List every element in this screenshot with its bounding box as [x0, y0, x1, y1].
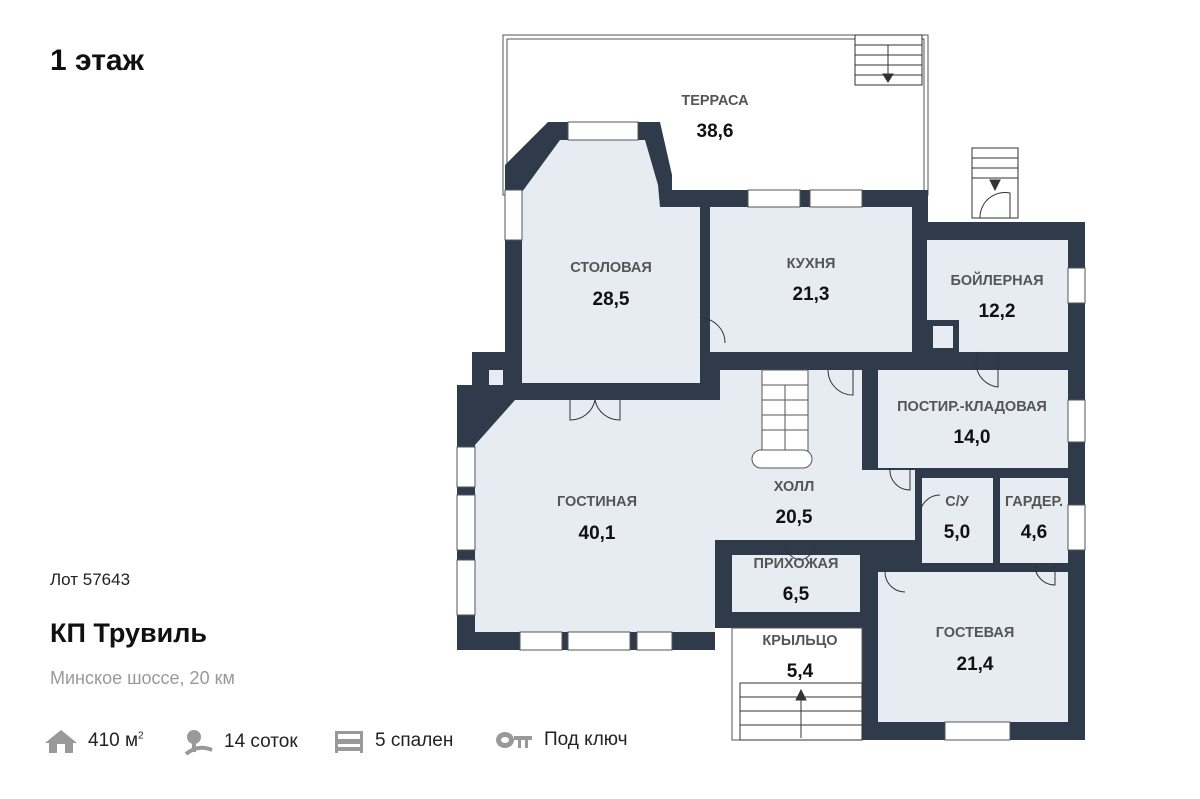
room-area: 4,6: [1021, 522, 1047, 543]
room-area: 14,0: [954, 427, 991, 448]
room-area: 12,2: [979, 301, 1016, 322]
tree-icon: [184, 730, 213, 756]
room-name: ПОСТИР.-КЛАДОВАЯ: [897, 399, 1047, 415]
feature-value: Под ключ: [544, 729, 628, 750]
room-name: ХОЛЛ: [774, 479, 815, 495]
room-area: 40,1: [579, 523, 616, 544]
room-area: 5,0: [944, 522, 970, 543]
house-icon: [45, 730, 77, 753]
room-labels: ТЕРРАСА 38,6 СТОЛОВАЯ 28,5 КУХНЯ 21,3 БО…: [557, 93, 1063, 682]
feature-value: 14 соток: [224, 731, 298, 752]
room-area: 21,3: [793, 284, 830, 305]
room-laundry: [878, 370, 1068, 468]
doors: [569, 192, 1056, 593]
room-area: 20,5: [776, 507, 813, 528]
niche: [489, 370, 503, 385]
room-area: 5,4: [787, 661, 814, 682]
room-name: БОЙЛЕРНАЯ: [950, 271, 1043, 289]
room-area: 38,6: [697, 121, 734, 142]
room-name: ТЕРРАСА: [681, 93, 749, 109]
address: Минское шоссе, 20 км: [50, 668, 235, 688]
room-entrance: [732, 555, 860, 612]
windows: [456, 121, 1086, 741]
room-name: КРЫЛЬЦО: [762, 633, 837, 649]
room-area: 28,5: [593, 289, 630, 310]
village-name: КП Трувиль: [50, 618, 207, 648]
room-name: С/У: [945, 494, 970, 510]
bed-icon: [335, 731, 363, 753]
room-wardrobe: [1000, 478, 1068, 563]
room-name: КУХНЯ: [787, 256, 836, 272]
room-kitchen: [710, 207, 912, 352]
key-icon: [496, 732, 532, 748]
feature-value: 5 спален: [375, 730, 454, 751]
porch-stairs: [739, 682, 863, 741]
room-name: ГОСТЕВАЯ: [936, 625, 1015, 641]
room-name: ГОСТИНАЯ: [557, 494, 637, 510]
room-name: ГАРДЕР.: [1005, 494, 1063, 510]
room-area: 6,5: [783, 584, 810, 605]
lot-number: Лот 57643: [50, 570, 131, 589]
feature-value: 410 м: [88, 730, 139, 751]
room-area: 21,4: [957, 654, 994, 675]
feature-plot: 14 соток: [182, 728, 298, 756]
room-name: СТОЛОВАЯ: [570, 260, 652, 276]
interior-stairs: [751, 369, 813, 469]
side-stairs: [971, 147, 1019, 219]
feature-sup: 2: [138, 730, 144, 742]
room-guest: [878, 572, 1068, 722]
room-dining: [522, 140, 700, 383]
terrace-stairs: [854, 34, 923, 86]
feature-finish: Под ключ: [494, 728, 628, 752]
feature-bedrooms: 5 спален: [333, 728, 453, 754]
feature-area: 410 м2: [44, 728, 144, 754]
floor-title: 1 этаж: [50, 44, 144, 77]
room-name: ПРИХОЖАЯ: [754, 556, 839, 572]
room-bathroom: [922, 478, 993, 563]
boiler-shaft-inner: [933, 326, 953, 348]
